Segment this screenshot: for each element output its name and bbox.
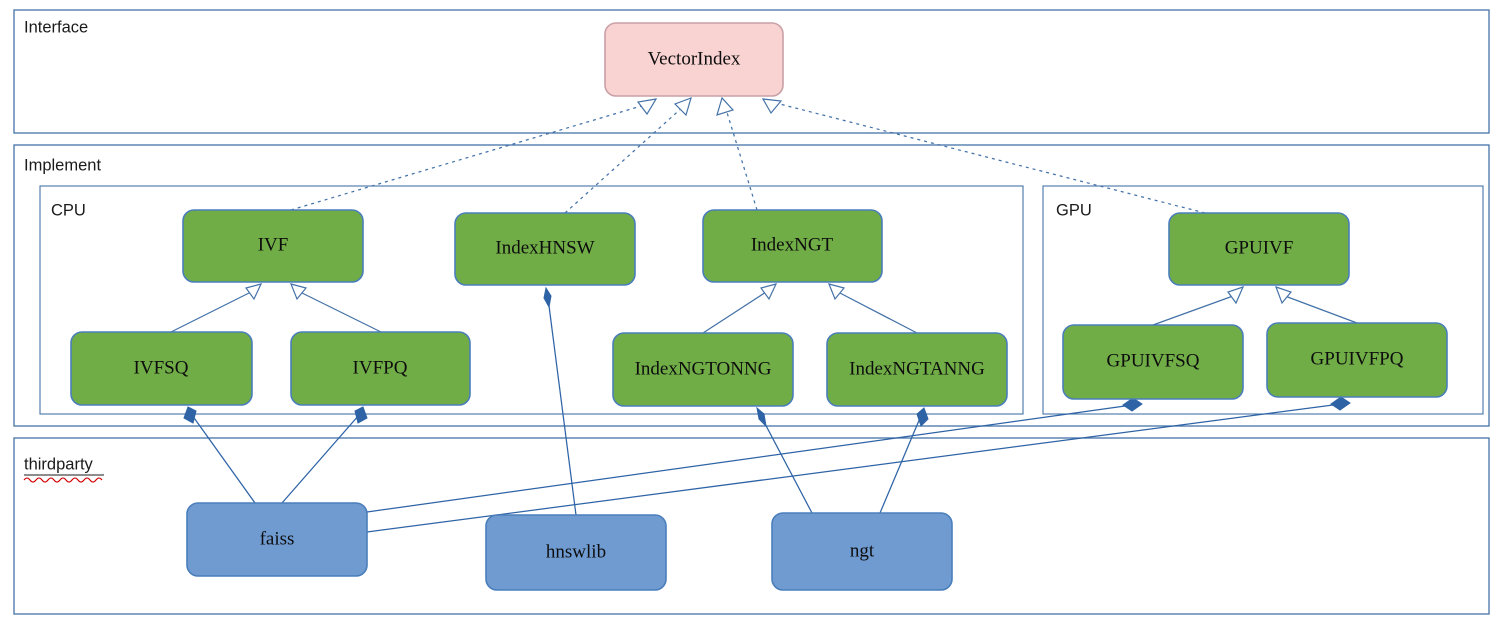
edge-indexngtanng-to-indexngt	[837, 291, 918, 334]
node-box-indexngt[interactable]	[702, 209, 883, 283]
node-indexngt[interactable]: IndexNGT	[702, 209, 883, 283]
edge-hnswlib-to-indexhnsw	[547, 297, 577, 516]
node-faiss[interactable]: faiss	[186, 502, 368, 577]
group-frame-cpu	[39, 185, 1024, 415]
node-ivfpq[interactable]: IVFPQ	[290, 331, 471, 406]
node-indexngtonng[interactable]: IndexNGTONNG	[612, 332, 794, 407]
node-label-vectorindex: VectorIndex	[648, 48, 741, 69]
diamond-faiss-ivfsq	[183, 406, 197, 424]
edge-gpuivf-to-vectorindex	[771, 101, 1206, 214]
node-box-gpuivfsq[interactable]	[1062, 324, 1244, 400]
node-gpuivfpq[interactable]: GPUIVFPQ	[1266, 322, 1448, 398]
arrowhead-hollow-indexngtanng	[827, 283, 846, 301]
node-label-faiss: faiss	[260, 528, 295, 549]
arrowhead-hollow-indexngtonng	[760, 283, 778, 301]
node-box-faiss[interactable]	[186, 502, 368, 577]
group-label-cpu: CPU	[51, 201, 86, 219]
group-label-implement: Implement	[24, 156, 101, 174]
node-label-gpuivfsq: GPUIVFSQ	[1107, 350, 1200, 371]
node-label-ivf: IVF	[258, 234, 289, 255]
node-ngt[interactable]: ngt	[771, 512, 953, 591]
node-label-indexngt: IndexNGT	[751, 234, 834, 255]
edge-ngt-to-indexngtanng	[879, 417, 921, 514]
edge-indexhnsw-to-vectorindex	[564, 104, 686, 214]
diamond-ngt-indexngtanng	[916, 407, 929, 427]
node-label-indexhnsw: IndexHNSW	[495, 237, 594, 258]
edge-ngt-to-indexngtonng	[761, 417, 813, 514]
group-label-interface: Interface	[24, 18, 88, 36]
edge-faiss-to-gpuivfsq	[366, 405, 1126, 513]
edge-gpuivfpq-to-gpuivf	[1284, 295, 1358, 324]
node-label-indexngtonng: IndexNGTONNG	[635, 358, 772, 379]
node-label-ngt: ngt	[850, 540, 875, 561]
edge-indexngtonng-to-indexngt	[702, 291, 767, 334]
group-labels: Interface Implement CPU GPU thirdparty	[23, 18, 1092, 483]
node-label-indexngtanng: IndexNGTANNG	[849, 358, 985, 379]
diamond-faiss-gpuivfsq	[1122, 397, 1143, 412]
node-gpuivf[interactable]: GPUIVF	[1168, 212, 1350, 286]
edge-ivf-to-vectorindex	[290, 103, 649, 211]
arrowhead-hollow-gpuivfsq	[1227, 286, 1245, 305]
node-box-ivfpq[interactable]	[290, 331, 471, 406]
node-indexngtanng[interactable]: IndexNGTANNG	[826, 332, 1008, 407]
node-label-ivfsq: IVFSQ	[134, 357, 189, 378]
arrowhead-hollow-indexhnsw	[673, 97, 692, 117]
nodes: VectorIndex IVF IndexHNSW IndexNGT IVFSQ	[70, 22, 1448, 591]
node-indexhnsw[interactable]: IndexHNSW	[454, 212, 636, 286]
node-box-gpuivfpq[interactable]	[1266, 322, 1448, 398]
node-label-ivfpq: IVFPQ	[353, 357, 408, 378]
arrowhead-hollow-gpuivf	[761, 98, 783, 115]
diamond-ngt-indexngtonng	[756, 406, 767, 428]
edge-faiss-to-ivfsq	[191, 414, 256, 504]
arrowhead-hollow-gpuivfpq	[1274, 286, 1293, 305]
edges-composition	[183, 286, 1351, 533]
arrowhead-hollow-indexngt	[716, 96, 735, 116]
node-box-indexhnsw[interactable]	[454, 212, 636, 286]
node-label-gpuivf: GPUIVF	[1225, 237, 1294, 258]
node-ivf[interactable]: IVF	[182, 209, 364, 283]
node-box-gpuivf[interactable]	[1168, 212, 1350, 286]
group-label-thirdparty: thirdparty	[24, 455, 94, 473]
node-gpuivfsq[interactable]: GPUIVFSQ	[1062, 324, 1244, 400]
edge-ivfsq-to-ivf	[170, 291, 252, 333]
node-box-ngt[interactable]	[771, 512, 953, 591]
diamond-faiss-gpuivfpq	[1330, 396, 1351, 411]
edges-generalization	[170, 283, 1358, 334]
edge-faiss-to-ivfpq	[281, 414, 360, 504]
node-box-ivfsq[interactable]	[70, 331, 253, 406]
group-label-gpu: GPU	[1056, 201, 1092, 219]
node-box-hnswlib[interactable]	[485, 514, 667, 591]
arrowhead-hollow-ivf	[636, 98, 658, 116]
edges-realization	[290, 96, 1206, 214]
spellcheck-squiggle-icon	[23, 477, 103, 483]
diamond-faiss-ivfpq	[354, 406, 368, 424]
diamond-hnswlib-indexhnsw	[543, 286, 552, 309]
node-hnswlib[interactable]: hnswlib	[485, 514, 667, 591]
edge-ivfpq-to-ivf	[299, 291, 382, 333]
node-label-hnswlib: hnswlib	[546, 541, 606, 562]
edge-faiss-to-gpuivfpq	[366, 404, 1334, 533]
node-vectorindex[interactable]: VectorIndex	[604, 22, 784, 97]
node-box-indexngtonng[interactable]	[612, 332, 794, 407]
node-ivfsq[interactable]: IVFSQ	[70, 331, 253, 406]
node-box-vectorindex[interactable]	[604, 22, 784, 97]
node-box-ivf[interactable]	[182, 209, 364, 283]
edge-gpuivfsq-to-gpuivf	[1152, 295, 1234, 326]
node-box-indexngtanng[interactable]	[826, 332, 1008, 407]
arrowhead-hollow-ivfpq	[289, 283, 308, 301]
arrowhead-hollow-ivfsq	[245, 283, 263, 301]
node-label-gpuivfpq: GPUIVFPQ	[1311, 348, 1404, 369]
